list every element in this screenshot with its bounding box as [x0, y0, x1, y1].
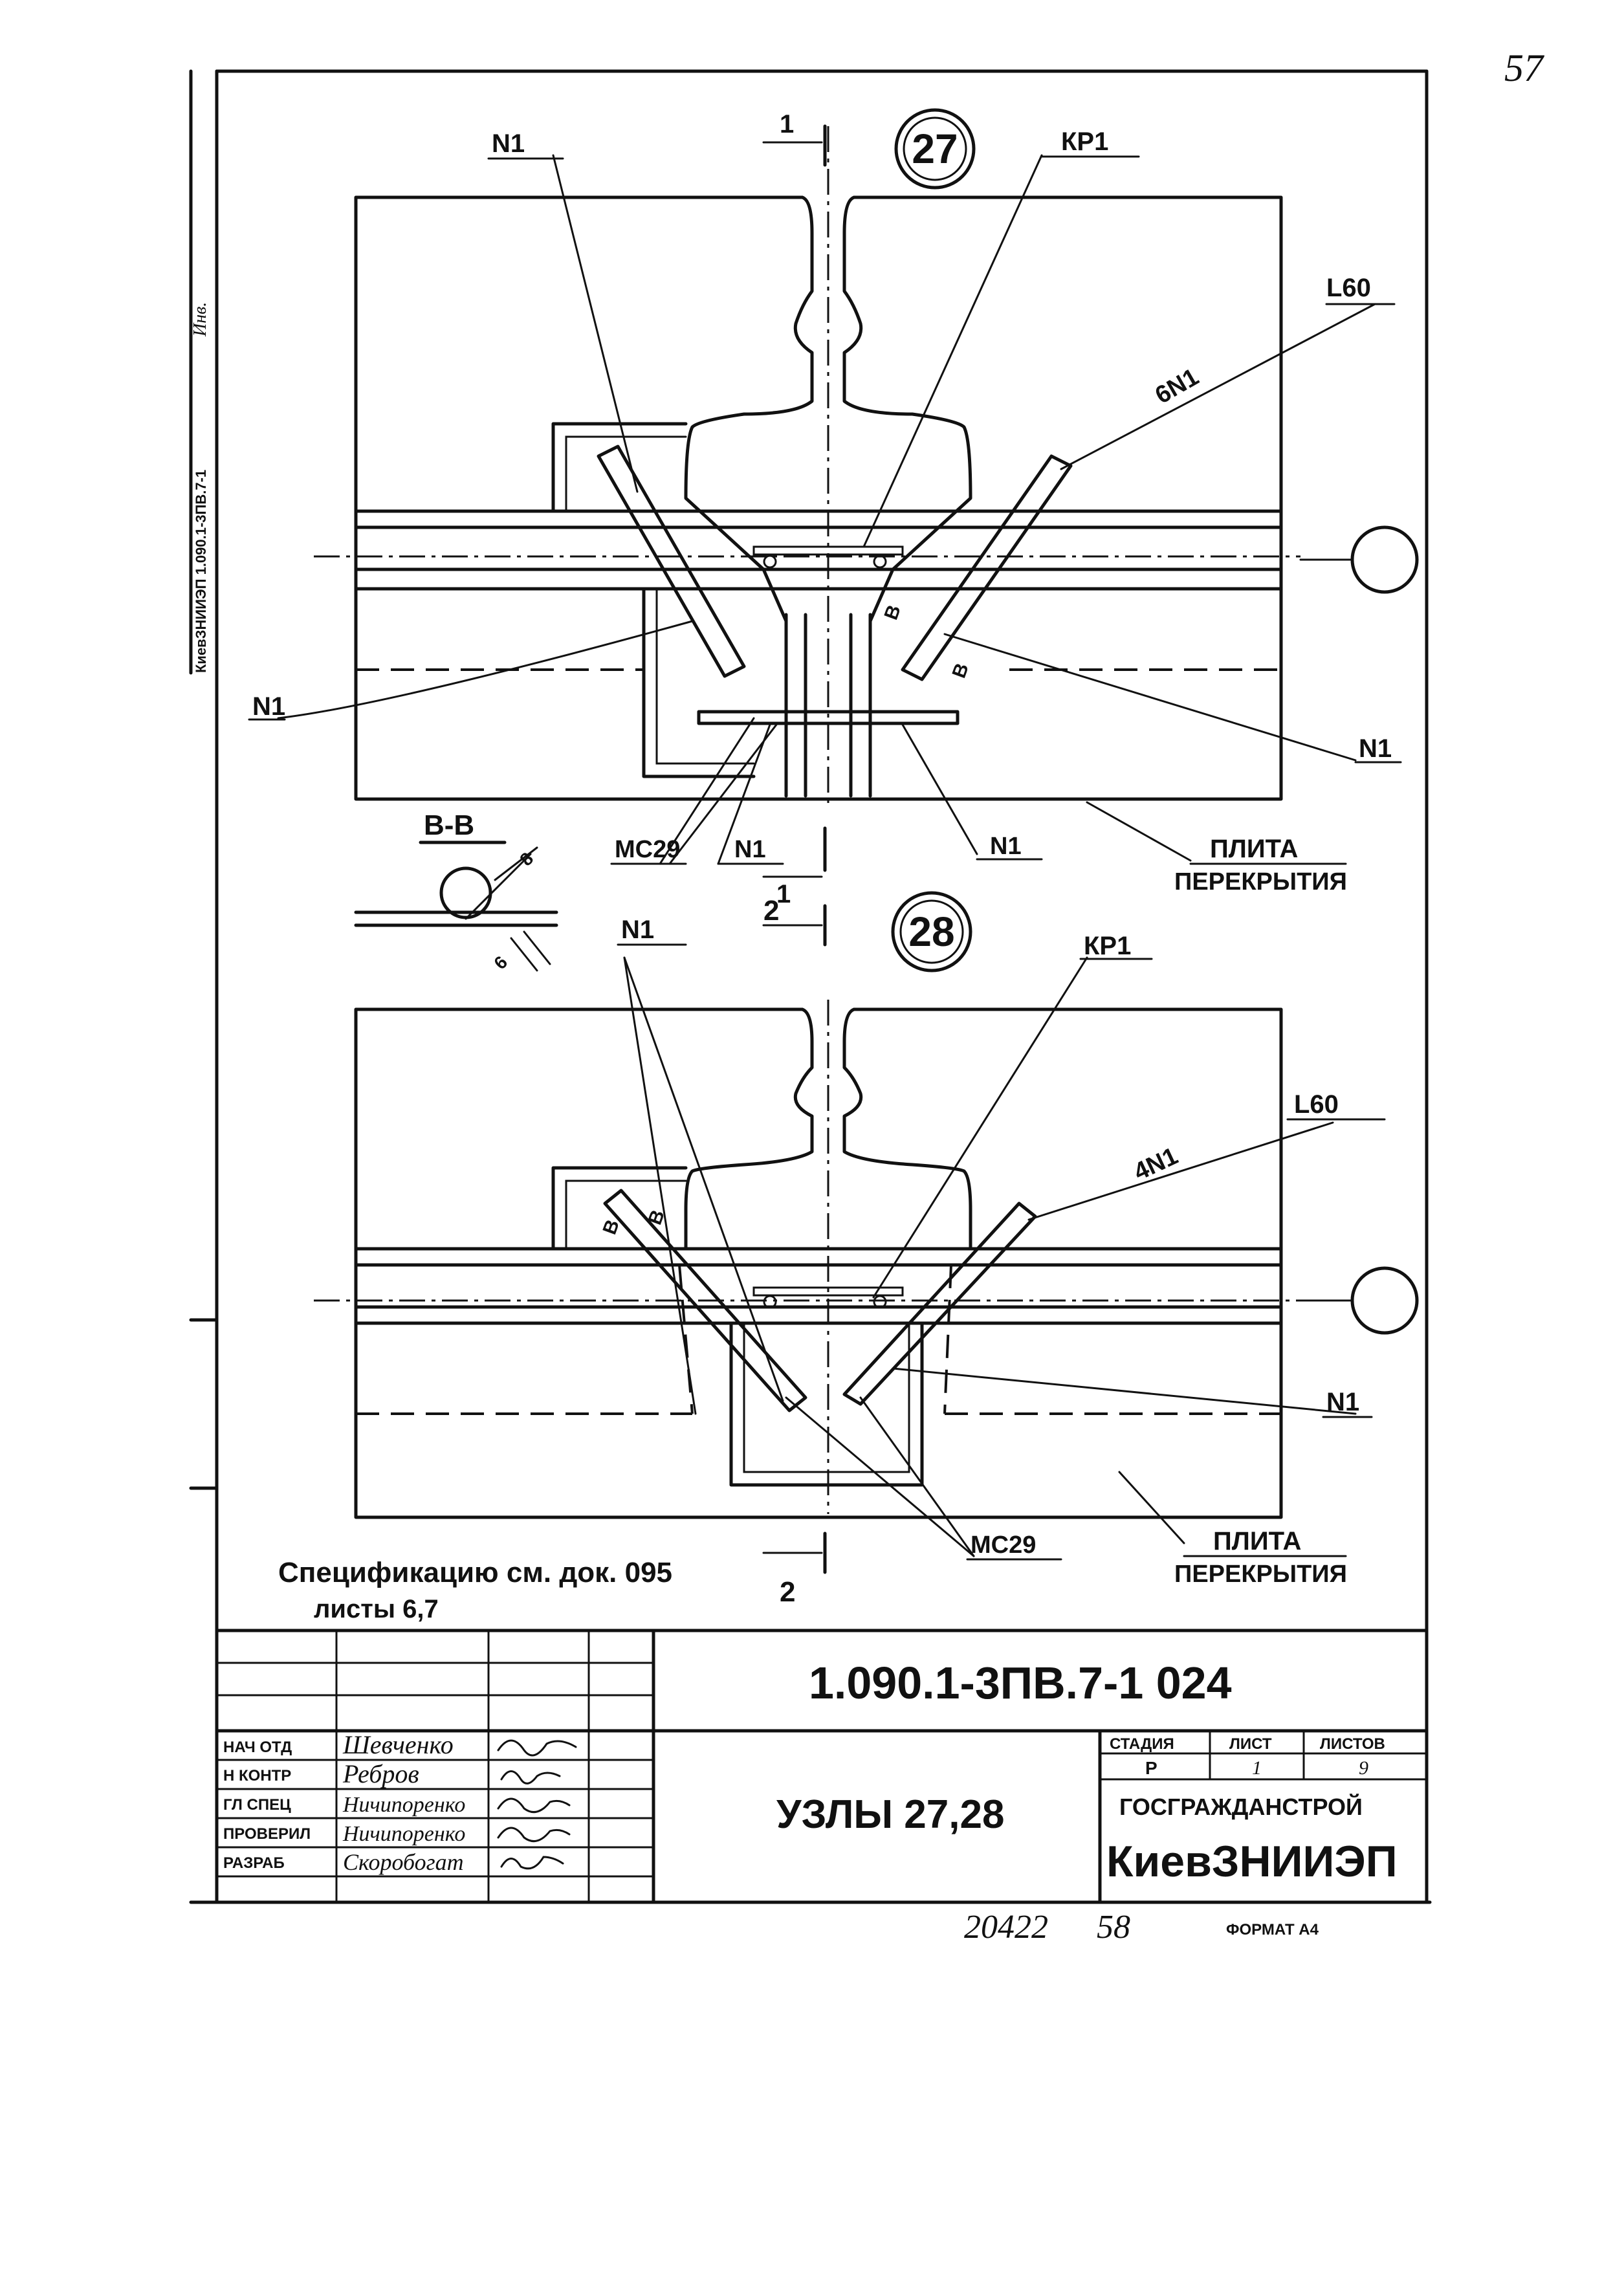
side-stamp: КиевЗНИИЭП 1.090.1-3ПВ.7-1 Инв. — [190, 302, 210, 673]
footer-page-number: 58 — [1097, 1909, 1130, 1946]
d28-label-kr1: КР1 — [1084, 932, 1131, 960]
detail-27-drawing: 27 — [248, 108, 1402, 895]
stage-header: СТАДИЯ — [1110, 1735, 1174, 1753]
spec-note-line2: листы 6,7 — [314, 1595, 439, 1623]
d27-label-n1-bottom: N1 — [734, 836, 766, 863]
section-mark-2-bottom: 2 — [780, 1576, 795, 1608]
d27-label-n1-left: N1 — [252, 692, 285, 721]
d28-label-mc29: МС29 — [971, 1532, 1036, 1559]
detail-28-circle — [891, 891, 972, 972]
name-4: Скоробогат — [343, 1849, 464, 1875]
role-2: ГЛ СПЕЦ — [223, 1796, 291, 1814]
d28-label-l60: L60 — [1294, 1090, 1339, 1119]
punch-hole-bottom — [1350, 1266, 1419, 1335]
section-marks: 1 1 2 2 — [762, 110, 827, 1608]
side-stamp-line2: Инв. — [190, 302, 210, 337]
d27-label-mc29: МС29 — [615, 836, 680, 863]
section-mark-1-top: 1 — [780, 110, 794, 138]
org-line2: КиевЗНИИЭП — [1106, 1837, 1398, 1886]
title-block: 1.090.1-3ПВ.7-1 024 УЗЛЫ 27,28 СТАДИЯ ЛИ… — [215, 1629, 1429, 1904]
spec-note-line1: Спецификацию см. док. 095 — [278, 1557, 672, 1588]
sheet-value: 1 — [1252, 1757, 1262, 1779]
d28-b-mark2: В — [644, 1207, 669, 1228]
d28-label-n1-top: N1 — [621, 916, 654, 944]
d27-b-mark1: В — [881, 602, 905, 623]
name-3: Ничипоренко — [342, 1822, 465, 1846]
detail-28-drawing: 28 N1 КР1 L60 — [314, 891, 1386, 1588]
d28-label-plate1: ПЛИТА — [1213, 1527, 1301, 1555]
detail-28-number: 28 — [908, 908, 954, 955]
section-bb-dim2: 6 — [490, 952, 511, 973]
section-bb-title: В-В — [424, 809, 474, 841]
detail-27-number: 27 — [912, 126, 958, 172]
d28-label-n1-right: N1 — [1326, 1388, 1359, 1416]
d27-label-n1-top: N1 — [492, 129, 525, 158]
d28-label-plate2: ПЕРЕКРЫТИЯ — [1174, 1561, 1347, 1588]
org-line1: ГОСГРАЖДАНСТРОЙ — [1119, 1793, 1363, 1820]
detail-27-circle — [894, 108, 976, 190]
d27-label-n1-right: N1 — [1359, 734, 1392, 763]
sheet-header: ЛИСТ — [1229, 1735, 1272, 1753]
slab-27-outline — [354, 195, 1283, 801]
rail-28-profile — [684, 1007, 972, 1251]
stage-value: Р — [1145, 1758, 1158, 1778]
name-1: Ребров — [342, 1759, 419, 1788]
signatures — [497, 1739, 577, 1870]
title-text: УЗЛЫ 27,28 — [776, 1792, 1004, 1837]
d27-label-plate2: ПЕРЕКРЫТИЯ — [1174, 868, 1347, 895]
d27-b-mark2: В — [949, 661, 973, 681]
d27-label-kr1: КР1 — [1061, 127, 1108, 156]
rail-27-profile — [684, 195, 972, 798]
sheet-frame — [189, 69, 1432, 1904]
punch-hole-top — [1350, 525, 1419, 594]
section-mark-2-top: 2 — [763, 895, 779, 927]
section-mark-1-bottom: 1 — [776, 880, 791, 908]
d27-label-l60: L60 — [1326, 274, 1371, 302]
sheets-header: ЛИСТОВ — [1320, 1735, 1385, 1753]
role-3: ПРОВЕРИЛ — [223, 1825, 311, 1843]
sheets-value: 9 — [1359, 1757, 1368, 1779]
role-4: РАЗРАБ — [223, 1854, 285, 1872]
d27-label-6n1: 6N1 — [1151, 364, 1203, 410]
doc-code: 1.090.1-3ПВ.7-1 024 — [809, 1658, 1232, 1708]
d27-label-n1-bottom-right: N1 — [990, 833, 1022, 860]
side-stamp-line1: КиевЗНИИЭП 1.090.1-3ПВ.7-1 — [193, 470, 209, 673]
section-bb: В-В 8 6 — [354, 809, 558, 973]
name-2: Ничипоренко — [342, 1793, 465, 1817]
footer-inv-number: 20422 — [964, 1909, 1048, 1946]
role-0: НАЧ ОТД — [223, 1739, 292, 1756]
footer-format: ФОРМАТ А4 — [1226, 1921, 1319, 1938]
d27-label-plate1: ПЛИТА — [1210, 835, 1298, 863]
name-0: Шевченко — [342, 1730, 454, 1759]
slab-28-outline — [354, 1007, 1283, 1519]
role-1: Н КОНТР — [223, 1767, 291, 1784]
page-corner-number: 57 — [1504, 47, 1545, 89]
